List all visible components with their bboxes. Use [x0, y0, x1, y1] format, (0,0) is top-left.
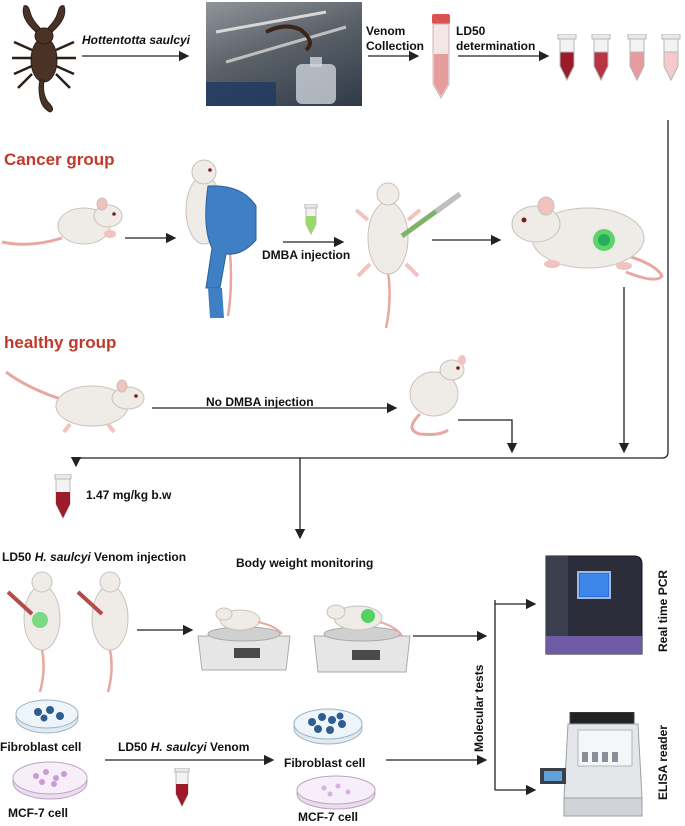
rat-in-glove-icon	[185, 159, 257, 318]
petri-dish-mcf7-right	[296, 775, 376, 810]
elisa-reader-icon	[540, 712, 643, 817]
falcon-tube-icon	[432, 14, 450, 100]
no-dmba-label: No DMBA injection	[206, 395, 314, 409]
rat-walking-icon	[5, 370, 145, 434]
pcr-machine-icon	[545, 555, 643, 655]
fibroblast-right-label: Fibroblast cell	[284, 756, 366, 770]
balance-scale-tumor-icon	[313, 604, 411, 673]
fibroblast-left-label: Fibroblast cell	[0, 740, 82, 754]
venom-tube-icon	[54, 474, 72, 520]
injected-rats-icon	[6, 571, 129, 693]
venom-injection-label: LD50 H. saulcyi Venom injection	[2, 550, 187, 564]
mcf7-left-label: MCF-7 cell	[8, 806, 69, 820]
dmba-tube-icon	[304, 204, 318, 236]
petri-dish-fibroblast-right	[293, 708, 363, 745]
dmba-injection-label: DMBA injection	[262, 248, 351, 262]
real-time-pcr-label: Real time PCR	[656, 569, 670, 652]
body-weight-label: Body weight monitoring	[236, 556, 374, 570]
healthy-group-title: healthy group	[4, 333, 117, 352]
rat-injected-icon	[354, 182, 462, 329]
rat-healthy-icon	[409, 355, 466, 436]
mcf7-right-label: MCF-7 cell	[298, 810, 359, 824]
scorpion-icon	[12, 5, 76, 113]
molecular-tests-label: Molecular tests	[472, 664, 486, 752]
petri-dish-fibroblast-left	[15, 699, 79, 734]
dose-label: 1.47 mg/kg b.w	[86, 488, 172, 502]
species-label: Hottentotta saulcyi	[82, 33, 191, 47]
balance-scale-icon	[197, 607, 291, 671]
venom-extraction-photo	[206, 2, 362, 106]
venom-tube-small-icon	[174, 768, 190, 808]
rat-icon	[1, 197, 123, 246]
elisa-reader-label: ELISA reader	[656, 725, 670, 800]
rat-with-tumor-icon	[511, 196, 664, 281]
dilution-tubes	[557, 34, 681, 82]
petri-dish-mcf7-left	[12, 761, 88, 800]
venom-cells-label: LD50 H. saulcyi Venom	[118, 740, 250, 754]
venom-collection-label: Venom Collection	[366, 24, 425, 53]
cancer-group-title: Cancer group	[4, 150, 115, 169]
ld50-determination-label: LD50 determination	[456, 24, 536, 53]
